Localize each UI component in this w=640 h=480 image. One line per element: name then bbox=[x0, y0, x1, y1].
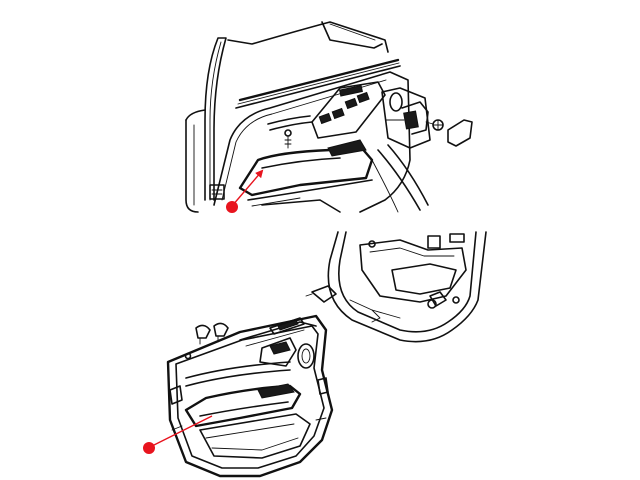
bracket-icon bbox=[449, 233, 465, 243]
speaker-grille bbox=[389, 92, 403, 112]
trim-clip-cover bbox=[447, 119, 473, 147]
callout-leader-line bbox=[149, 415, 213, 448]
callout-marker-dot bbox=[226, 201, 238, 213]
screw-icon bbox=[284, 129, 292, 137]
bracket-icon bbox=[427, 235, 441, 249]
door-trim-panel-upper bbox=[213, 71, 429, 213]
door-inner-structure bbox=[305, 231, 487, 343]
switch-recess bbox=[269, 341, 291, 355]
clip-icon bbox=[195, 324, 211, 339]
door-frame-upper bbox=[185, 21, 401, 213]
armrest-upper bbox=[238, 139, 374, 213]
callout-leader-arrow bbox=[231, 169, 264, 207]
speaker-grille bbox=[297, 343, 315, 369]
bezel-slot bbox=[277, 319, 299, 331]
fastener-group bbox=[425, 119, 473, 147]
window-switch-button bbox=[344, 97, 358, 110]
mirror-switch-area bbox=[381, 87, 431, 149]
bolt-icon bbox=[368, 240, 376, 248]
window-switch-button bbox=[356, 91, 370, 104]
lock-switch bbox=[339, 84, 363, 97]
door-trim-panel-removed bbox=[166, 314, 334, 478]
window-switch-button bbox=[318, 112, 332, 125]
loose-clips bbox=[195, 322, 229, 345]
window-switch-button bbox=[331, 107, 345, 120]
switch-module bbox=[403, 110, 419, 130]
latch-bracket-upper bbox=[209, 184, 225, 200]
callout-marker-dot bbox=[143, 442, 155, 454]
armrest-pull-cup bbox=[327, 139, 367, 157]
lower-view bbox=[143, 314, 334, 478]
window-switch-bezel bbox=[311, 81, 386, 139]
door-handle-upper bbox=[267, 115, 313, 149]
clip-icon bbox=[213, 322, 229, 337]
retainer-clip bbox=[311, 285, 337, 303]
bolt-icon bbox=[452, 296, 460, 304]
armrest-pull-cup bbox=[257, 383, 295, 399]
latch-icon bbox=[209, 184, 225, 200]
callout-upper bbox=[226, 169, 264, 213]
callout-lower bbox=[143, 415, 213, 454]
upper-view bbox=[185, 21, 473, 213]
screw-icon bbox=[184, 352, 192, 360]
